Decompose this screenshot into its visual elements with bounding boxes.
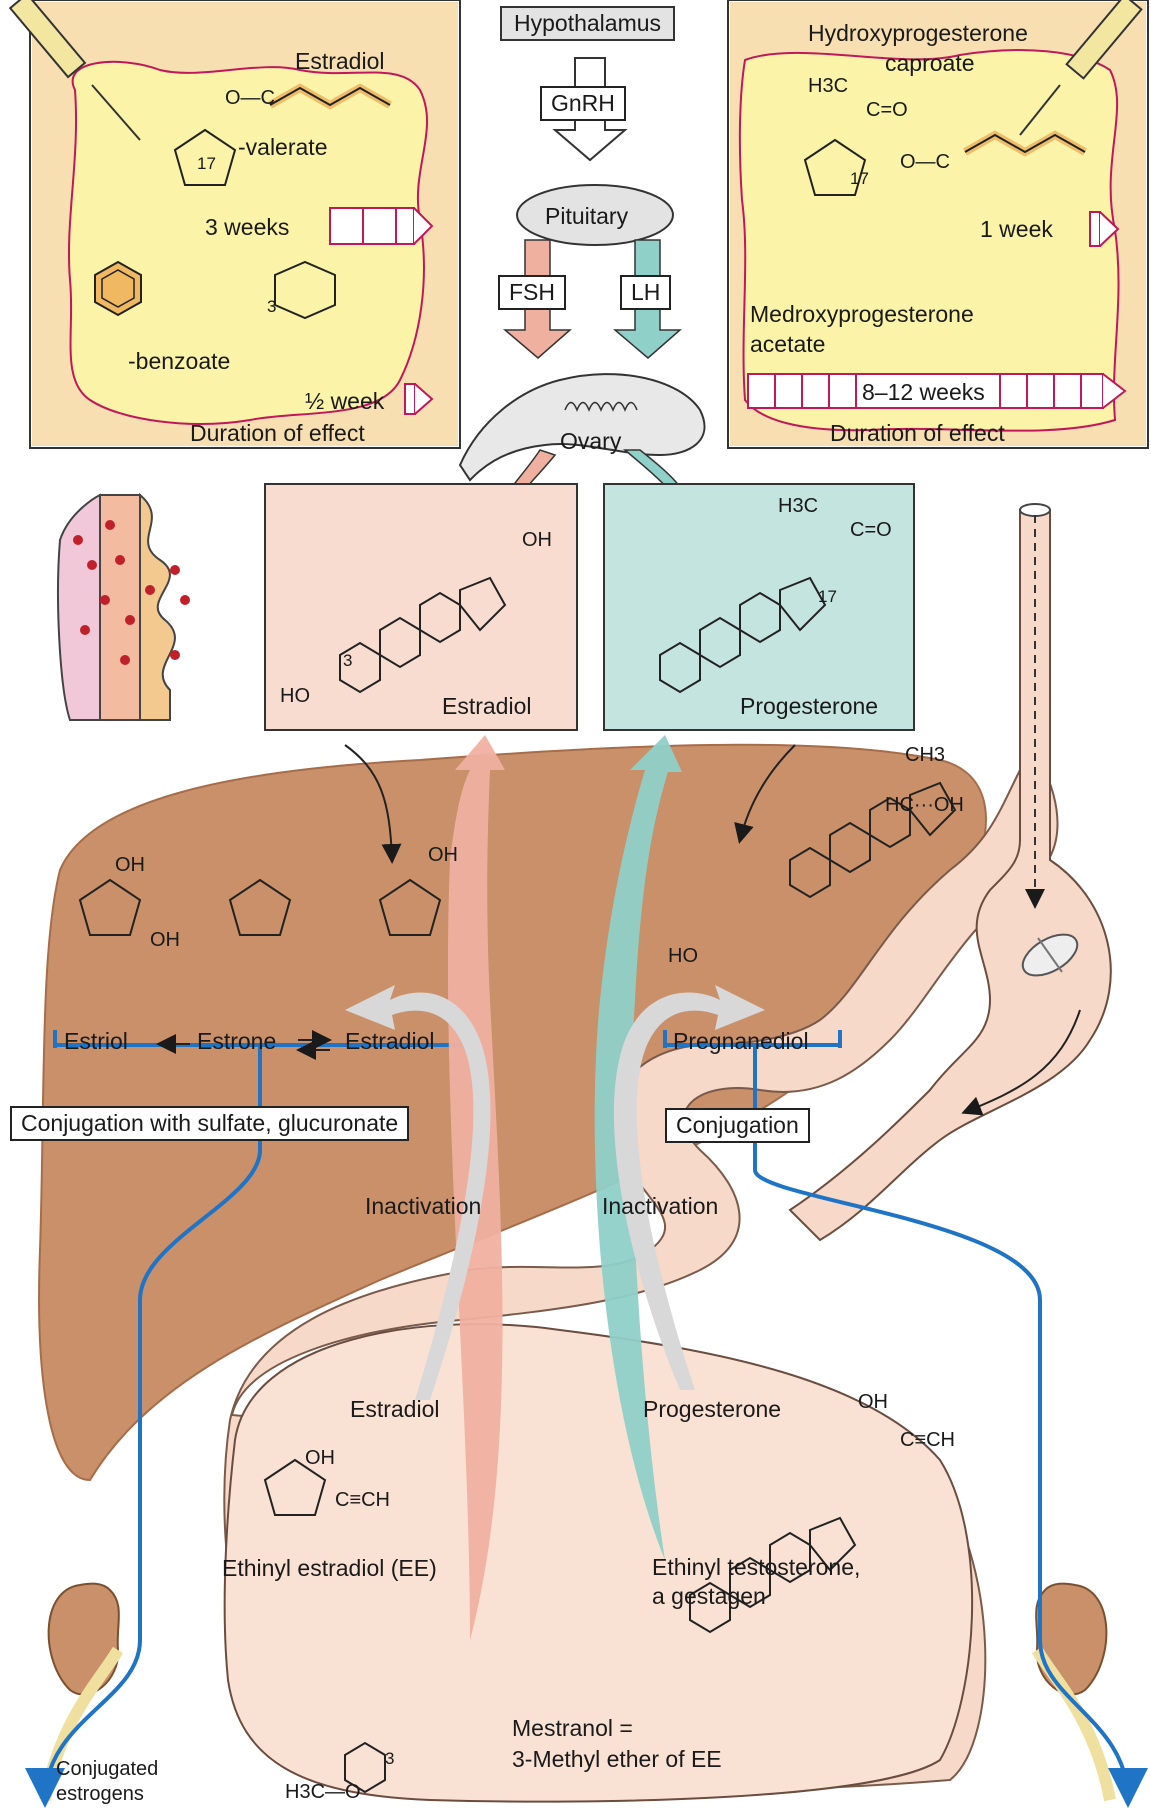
pill-icon xyxy=(1021,933,1079,977)
medroxy-title: Medroxyprogesterone xyxy=(750,301,974,327)
duration-left-label: Duration of effect xyxy=(190,420,365,446)
ovary-label: Ovary xyxy=(560,428,622,454)
oh-label-estriol-1: OH xyxy=(115,854,145,876)
estradiol-ester-title: Estradiol xyxy=(295,48,385,74)
duration-bar-8-12-weeks xyxy=(747,373,1127,409)
kidney-right-icon xyxy=(1031,1582,1116,1802)
ketone-label: C=O xyxy=(866,99,908,121)
inactivation-right-label: Inactivation xyxy=(602,1193,719,1219)
inactivation-arrow-right xyxy=(613,985,765,1390)
benzoate-label: -benzoate xyxy=(128,348,231,374)
ester-left-bond: O—C xyxy=(225,87,275,109)
pituitary-label: Pituitary xyxy=(545,203,629,229)
h3c-o-label: H3C—O xyxy=(285,1781,361,1803)
excretion-line-progestins xyxy=(665,1043,1128,1800)
ketone-progesterone-label: C=O xyxy=(850,519,892,541)
ho-pregnanediol-label: HO xyxy=(668,945,698,967)
estrone-label: Estrone xyxy=(197,1028,277,1054)
skin-patch-icon xyxy=(57,492,190,721)
gut-sac-shape xyxy=(223,1323,974,1803)
lh-label: LH xyxy=(620,275,672,310)
progesterone-box xyxy=(603,483,915,731)
progesterone-box-label: Progesterone xyxy=(740,693,879,719)
oh-label-estriol-2: OH xyxy=(150,929,180,951)
ethinyl-testosterone-label-2: a gestagen xyxy=(652,1583,766,1609)
estriol-label: Estriol xyxy=(64,1028,128,1054)
inactivation-left-label: Inactivation xyxy=(365,1193,482,1219)
conjugated-estrogens-label-2: estrogens xyxy=(56,1783,144,1805)
pregnanediol-label: Pregnanediol xyxy=(673,1028,809,1054)
stomach-shape xyxy=(788,509,1112,1242)
ring-3-mestranol-label: 3 xyxy=(385,1749,395,1768)
h3c-label-top-right: H3C xyxy=(808,75,849,97)
mestranol-label-2: 3-Methyl ether of EE xyxy=(512,1746,722,1772)
ring-3-estradiol-label: 3 xyxy=(343,651,353,670)
syringe-left-icon xyxy=(8,0,141,141)
ethinyl-estradiol-label: Ethinyl estradiol (EE) xyxy=(222,1555,437,1581)
duration-bar-1-week xyxy=(1089,211,1120,247)
syringe-right-icon xyxy=(1019,0,1143,136)
ring-17-right-label: 17 xyxy=(850,169,869,188)
valerate-label: -valerate xyxy=(238,134,328,160)
hydroxyprogesterone-title: Hydroxyprogesterone xyxy=(808,20,1028,46)
medroxy-title-2: acetate xyxy=(750,331,826,357)
oh-label-ethinyl-testosterone: OH xyxy=(858,1391,888,1413)
panel-right-depot xyxy=(738,49,1120,432)
estradiol-bottom-label: Estradiol xyxy=(350,1396,440,1422)
ho-label-estradiol: HO xyxy=(280,685,310,707)
ch3-pregnanediol-label: CH3 xyxy=(905,744,946,766)
hc-oh-label: HC···OH xyxy=(885,794,964,816)
ring-17-left-label: 17 xyxy=(197,154,216,173)
conjugation-sulfate-label: Conjugation with sulfate, glucuronate xyxy=(10,1106,410,1141)
progesterone-bottom-label: Progesterone xyxy=(643,1396,782,1422)
three-weeks-label: 3 weeks xyxy=(205,214,290,240)
duration-bar-3-weeks xyxy=(329,207,434,245)
h3c-progesterone-label: H3C xyxy=(778,495,819,517)
half-week-label: ½ week xyxy=(305,388,385,414)
oh-label-liver-estradiol: OH xyxy=(428,844,458,866)
conjugated-estrogens-label: Conjugated xyxy=(56,1758,159,1780)
hypothalamus-label: Hypothalamus xyxy=(500,6,676,41)
pituitary-shape xyxy=(516,184,674,246)
one-week-label: 1 week xyxy=(980,216,1053,242)
inactivation-arrow-left xyxy=(345,985,491,1400)
progestin-transport-arrow xyxy=(594,735,682,1560)
gnrh-label: GnRH xyxy=(540,86,626,121)
duration-right-label: Duration of effect xyxy=(830,420,1005,446)
estradiol-box-label: Estradiol xyxy=(442,693,532,719)
ethynyl-ee-label: C≡CH xyxy=(335,1489,390,1511)
excretion-line-estrogens xyxy=(45,1043,465,1800)
ethynyl-testosterone-label: C≡CH xyxy=(900,1429,955,1451)
oh-label-ee: OH xyxy=(305,1447,335,1469)
duration-bar-half-week xyxy=(404,383,434,415)
oh-label-estradiol: OH xyxy=(522,529,552,551)
estradiol-liver-label: Estradiol xyxy=(345,1028,435,1054)
ring-17-progesterone-label: 17 xyxy=(818,587,837,606)
hydroxyprogesterone-title-2: caproate xyxy=(885,50,975,76)
ester-right-bond: O—C xyxy=(900,151,950,173)
eight-twelve-weeks-label: 8–12 weeks xyxy=(862,379,985,405)
ring-3-benzoate-label: 3 xyxy=(267,297,277,316)
mestranol-label: Mestranol = xyxy=(512,1715,633,1741)
ethinyl-testosterone-label: Ethinyl testosterone, xyxy=(652,1554,861,1580)
panel-left-depot xyxy=(67,60,428,425)
conjugation-label: Conjugation xyxy=(665,1108,810,1143)
fsh-label: FSH xyxy=(498,275,566,310)
